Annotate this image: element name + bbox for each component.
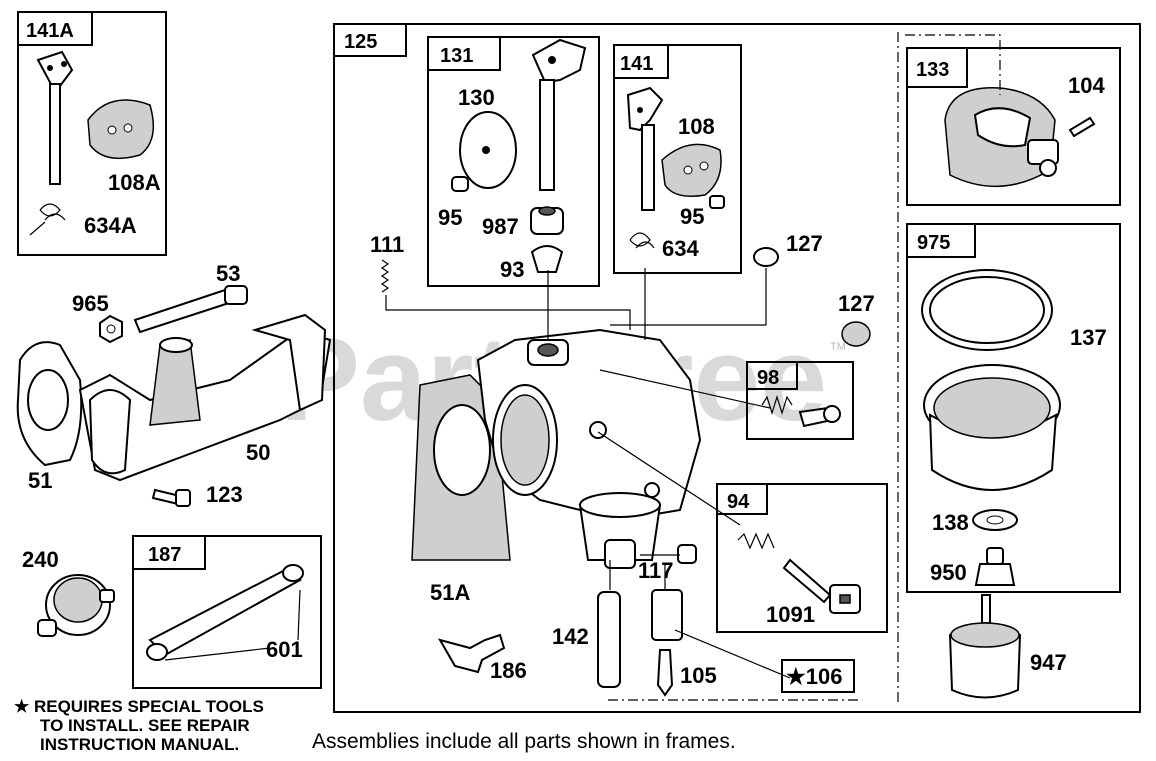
frame-131-tag: 131 [440, 45, 473, 67]
part-label-117: 117 [638, 558, 674, 583]
trademark: TM [830, 341, 846, 353]
special-tools-note-3: INSTRUCTION MANUAL. [40, 735, 239, 754]
part-label-106: ★106 [786, 664, 842, 689]
frame-131: 131 [427, 36, 600, 287]
part-label-95a: 95 [438, 205, 462, 230]
frame-133-tag: 133 [916, 59, 949, 81]
part-label-601: 601 [266, 637, 303, 662]
frame-141-tag: 141 [620, 53, 653, 75]
part-label-965: 965 [72, 291, 109, 316]
part-127a [753, 247, 779, 267]
frame-975: 975 [906, 223, 1121, 593]
frame-125 [333, 23, 1141, 713]
frame-187-tag: 187 [148, 544, 181, 566]
part-106 [651, 589, 683, 641]
part-label-50: 50 [246, 440, 270, 465]
part-label-127b: 127 [838, 291, 875, 316]
part-label-634A: 634A [84, 213, 137, 238]
part-label-105: 105 [680, 663, 717, 688]
frame-94: 94 [716, 483, 888, 633]
part-label-53: 53 [216, 261, 240, 286]
part-label-138: 138 [932, 510, 969, 535]
part-186 [437, 633, 506, 674]
part-label-186: 186 [490, 658, 527, 683]
part-label-95b: 95 [680, 204, 704, 229]
part-240 [37, 574, 115, 637]
part-label-51A: 51A [430, 580, 470, 605]
part-111 [380, 259, 390, 293]
frame-141A: 141A [17, 11, 167, 256]
frame-141: 141 [613, 44, 742, 274]
part-106-box [781, 659, 855, 693]
part-label-111: 111 [370, 232, 404, 257]
part-label-142: 142 [552, 624, 589, 649]
part-105 [656, 649, 674, 697]
part-label-108A: 108A [108, 170, 161, 195]
part-label-987: 987 [482, 214, 519, 239]
part-label-1091: 1091 [766, 602, 815, 627]
part-117 [677, 544, 697, 564]
frame-125-tag: 125 [344, 31, 377, 53]
frame-94-tag: 94 [727, 491, 750, 513]
frame-98: 98 [746, 361, 854, 440]
part-127b [841, 321, 871, 347]
special-tools-note-2: TO INSTALL. SEE REPAIR [40, 716, 250, 735]
frame-975-tag: 975 [917, 232, 950, 254]
part-label-137: 137 [1070, 325, 1107, 350]
frame-141A-tag: 141A [26, 20, 74, 42]
carburetor-body [411, 328, 702, 569]
intake-manifold [16, 285, 332, 507]
part-label-108: 108 [678, 114, 715, 139]
frame-98-tag: 98 [757, 367, 779, 389]
part-label-947: 947 [1030, 650, 1067, 675]
frame-187: 187 [132, 535, 322, 689]
part-label-130: 130 [458, 85, 495, 110]
part-label-240: 240 [22, 547, 59, 572]
part-label-950: 950 [930, 560, 967, 585]
part-label-51: 51 [28, 468, 52, 493]
special-tools-note-1: ★ REQUIRES SPECIAL TOOLS [14, 697, 264, 716]
part-947 [948, 594, 1022, 699]
part-label-127a: 127 [786, 231, 823, 256]
frame-133: 133 [906, 47, 1121, 206]
part-label-634: 634 [662, 236, 699, 261]
part-142 [597, 591, 621, 688]
assemblies-note: Assemblies include all parts shown in fr… [312, 730, 736, 753]
part-label-104: 104 [1068, 73, 1105, 98]
part-label-93: 93 [500, 257, 524, 282]
part-label-123: 123 [206, 482, 243, 507]
